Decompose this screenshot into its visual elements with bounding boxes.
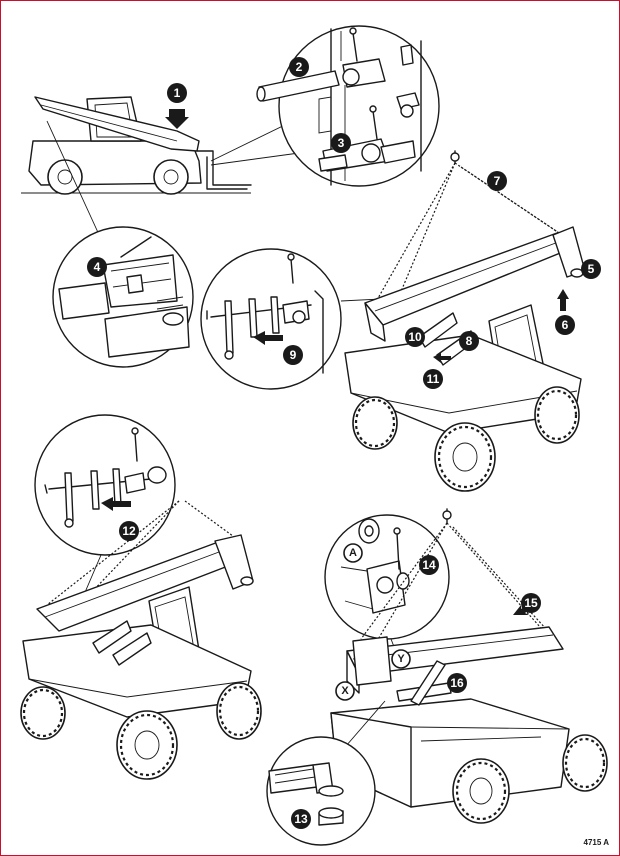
svg-text:3: 3	[338, 136, 345, 150]
svg-text:14: 14	[422, 558, 436, 572]
callout-15: 15	[521, 593, 541, 613]
callout-13: 13	[291, 809, 311, 829]
svg-text:1: 1	[174, 86, 181, 100]
callout-6: 6	[555, 315, 575, 335]
callout-9: 9	[283, 345, 303, 365]
svg-text:7: 7	[494, 174, 501, 188]
callout-11: 11	[423, 369, 443, 389]
pin-detail-2-3	[256, 25, 440, 187]
callout-16: 16	[447, 673, 467, 693]
telehandler-boom-removed-drawing	[330, 508, 608, 824]
callout-14: 14	[419, 555, 439, 575]
callout-4: 4	[87, 257, 107, 277]
telehandler-lifting-drawing	[344, 150, 586, 492]
svg-text:11: 11	[427, 372, 440, 386]
svg-text:10: 10	[408, 330, 422, 344]
callout-letter-a: A	[343, 543, 363, 563]
svg-text:8: 8	[466, 334, 473, 348]
callout-10: 10	[405, 327, 425, 347]
pin-removal-detail-12	[34, 414, 176, 612]
callout-2: 2	[289, 57, 309, 77]
callout-5: 5	[581, 259, 601, 279]
svg-text:9: 9	[290, 348, 297, 362]
svg-text:15: 15	[524, 596, 538, 610]
machine-overview-drawing	[21, 96, 300, 240]
telehandler-boom-lowered-drawing	[20, 500, 262, 780]
callout-3: 3	[331, 133, 351, 153]
callout-letter-y: Y	[391, 649, 411, 669]
svg-text:X: X	[341, 685, 349, 697]
svg-text:Y: Y	[397, 653, 405, 665]
svg-text:6: 6	[562, 318, 569, 332]
callout-12: 12	[119, 521, 139, 541]
svg-text:A: A	[349, 547, 357, 559]
callout-8: 8	[459, 331, 479, 351]
svg-text:5: 5	[588, 262, 595, 276]
callout-letter-x: X	[335, 681, 355, 701]
arrow-1-icon	[165, 109, 189, 129]
svg-text:13: 13	[294, 812, 308, 826]
chain-hook-detail-4	[52, 226, 194, 368]
callout-7: 7	[487, 171, 507, 191]
figure-reference-code: 4715 A	[583, 838, 610, 847]
svg-text:4: 4	[94, 260, 101, 274]
pin-removal-detail-9	[200, 248, 422, 390]
callout-1: 1	[167, 83, 187, 103]
svg-text:2: 2	[296, 60, 303, 74]
svg-text:16: 16	[450, 676, 464, 690]
svg-text:12: 12	[122, 524, 136, 538]
hose-detail-13	[266, 736, 376, 846]
